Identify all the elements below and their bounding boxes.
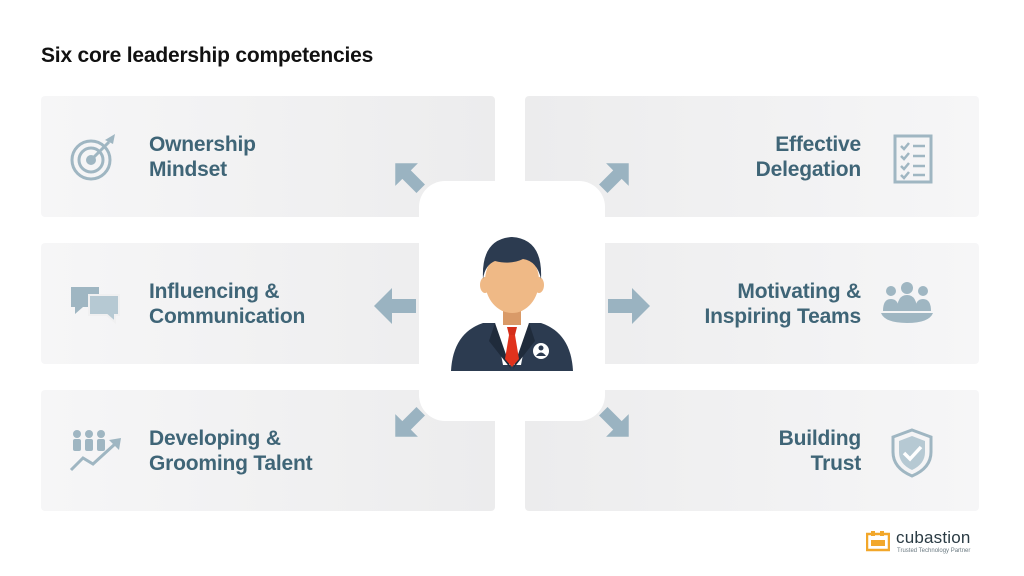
arrow-down-right [599,407,629,437]
arrow-left [374,288,416,324]
competency-label-line2: Delegation [755,158,862,181]
team-icon [881,282,933,323]
center-card [419,181,605,421]
arrow-up-right [599,163,629,193]
competency-label-line2: Inspiring Teams [704,305,862,328]
competency-label-line2: Trust [810,452,862,475]
competency-label-line2: Grooming Talent [149,452,313,475]
brand-tagline: Trusted Technology Partner [897,548,971,554]
competency-label-line2: Mindset [149,158,227,181]
leader-icon [451,237,573,371]
competency-label-line1: Developing & [149,427,281,450]
arrow-up-left [395,163,425,193]
competency-label-line1: Ownership [149,133,256,156]
arrow-right [608,288,650,324]
page-title: Six core leadership competencies [41,44,374,67]
shield-check-icon [891,428,933,478]
chat-bubbles-icon [71,287,120,325]
arrow-down-left [395,407,425,437]
growth-people-icon [69,430,121,472]
competency-label-line1: Influencing & [149,280,280,303]
checklist-icon [893,134,933,184]
target-icon [70,134,115,181]
competency-label-line2: Communication [149,305,306,328]
competency-label-line1: Building [778,427,862,450]
brand-name: cubastion [896,528,971,547]
competency-ownership-mindset: Ownership Mindset [41,96,495,217]
cubastion-logo-icon [866,531,890,552]
competency-building-trust: Building Trust [525,390,979,511]
competency-label-line1: Motivating & [737,280,861,303]
competency-label-line1: Effective [775,133,861,156]
